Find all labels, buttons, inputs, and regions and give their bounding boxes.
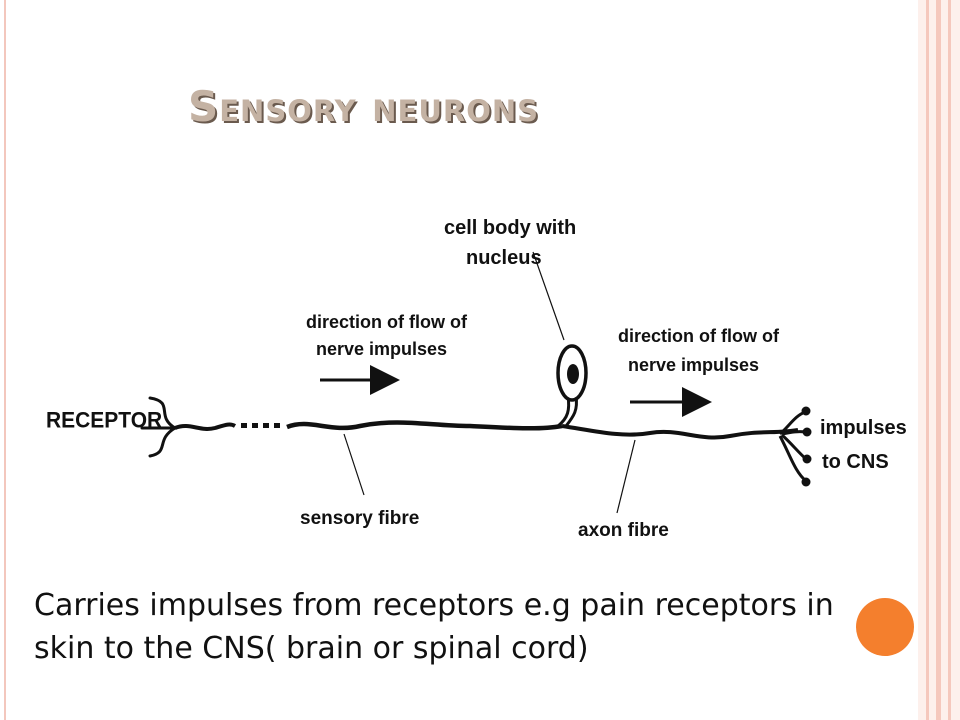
direction-left-label-line1: direction of flow of <box>306 312 468 332</box>
slide-title: Sensory neurons <box>188 82 540 131</box>
slide-caption: Carries impulses from receptors e.g pain… <box>34 588 834 666</box>
sensory-fibre-line <box>174 422 237 431</box>
right-border-decoration <box>918 0 960 720</box>
sensory-fibre-line-2 <box>286 420 563 431</box>
cell-body-label-line2: nucleus <box>466 247 542 269</box>
pointer-lines <box>343 251 636 514</box>
axon-fibre-line <box>561 424 799 440</box>
impulses-label-line2: to CNS <box>822 451 889 473</box>
axon-terminals <box>778 410 808 483</box>
sensory-fibre-label: sensory fibre <box>300 508 419 529</box>
direction-left-label-line2: nerve impulses <box>316 339 447 359</box>
sensory-neuron-diagram: RECEPTOR cell body with nucleus directio… <box>46 217 907 541</box>
left-border-decoration <box>0 0 12 720</box>
axon-fibre-label: axon fibre <box>578 520 669 541</box>
direction-right-label-line2: nerve impulses <box>628 355 759 375</box>
receptor-endings <box>140 396 177 458</box>
sensory-fibre-gap-dots <box>241 423 280 428</box>
cell-body-label-line1: cell body with <box>444 217 576 239</box>
direction-right-label-line1: direction of flow of <box>618 326 780 346</box>
axon-terminal-knobs <box>801 406 812 487</box>
orange-circle-decoration <box>856 598 914 656</box>
impulses-label-line1: impulses <box>820 417 907 439</box>
nucleus <box>567 364 579 384</box>
receptor-label: RECEPTOR <box>46 408 163 433</box>
